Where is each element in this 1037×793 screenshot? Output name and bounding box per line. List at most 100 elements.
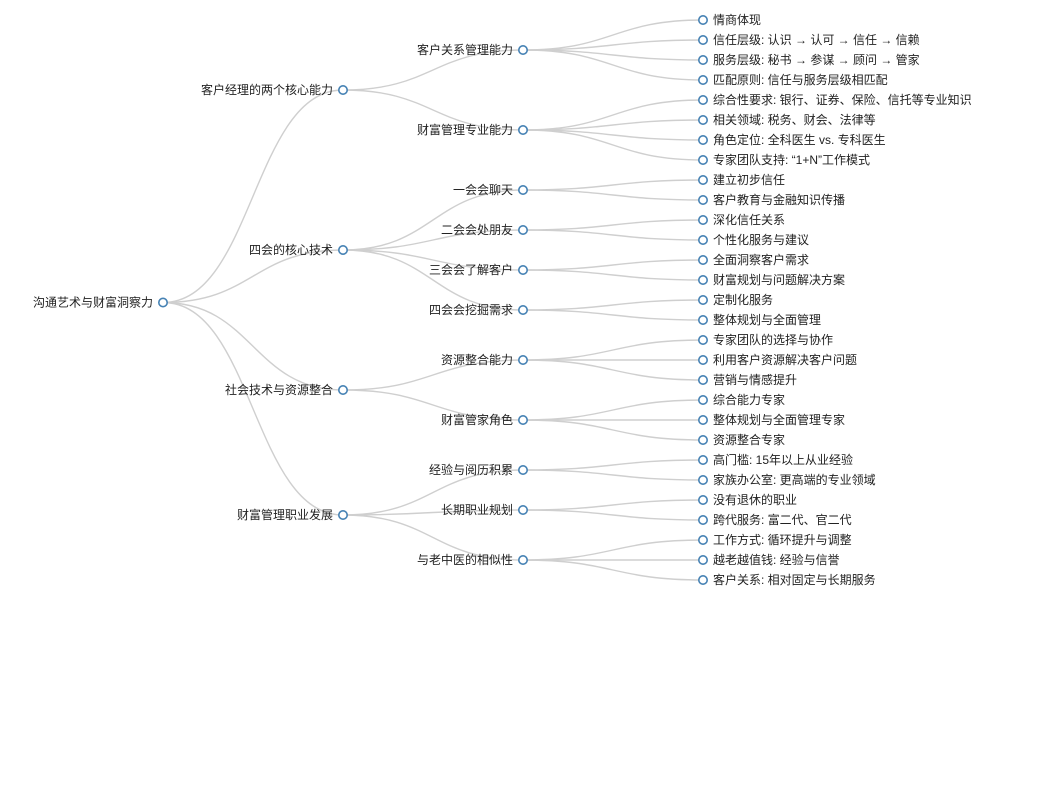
node-circle[interactable] <box>517 44 528 55</box>
node-circle[interactable] <box>697 34 708 45</box>
node-circle[interactable] <box>697 155 708 166</box>
mindmap-leaf-node[interactable]: 资源整合专家 <box>697 432 785 447</box>
mindmap-root-node[interactable]: 沟通艺术与财富洞察力 <box>33 295 169 310</box>
node-circle[interactable] <box>697 274 708 285</box>
node-circle[interactable] <box>697 394 708 405</box>
node-circle[interactable] <box>697 374 708 385</box>
mindmap-leaf-node[interactable]: 没有退休的职业 <box>697 492 797 507</box>
mindmap-leaf-node[interactable]: 高门槛: 15年以上从业经验 <box>697 452 853 467</box>
node-label: 资源整合专家 <box>713 432 785 447</box>
node-label: 财富规划与问题解决方案 <box>713 272 845 287</box>
mindmap-leaf-node[interactable]: 专家团队支持: “1+N”工作模式 <box>697 152 870 167</box>
node-circle[interactable] <box>517 354 528 365</box>
mindmap-branch-node[interactable]: 社会技术与资源整合 <box>225 382 348 397</box>
node-circle[interactable] <box>517 264 528 275</box>
node-circle[interactable] <box>697 494 708 505</box>
node-circle[interactable] <box>517 185 528 196</box>
mindmap-branch-node[interactable]: 财富管家角色 <box>441 412 528 427</box>
node-circle[interactable] <box>517 504 528 515</box>
mindmap-leaf-node[interactable]: 利用客户资源解决客户问题 <box>697 352 857 367</box>
mindmap-link <box>522 539 704 561</box>
mindmap-leaf-node[interactable]: 全面洞察客户需求 <box>697 252 809 267</box>
node-circle[interactable] <box>697 135 708 146</box>
mindmap-branch-node[interactable]: 一会会聊天 <box>453 183 528 197</box>
mindmap-leaf-node[interactable]: 个性化服务与建议 <box>697 232 809 247</box>
node-circle[interactable] <box>337 245 348 256</box>
mindmap-branch-node[interactable]: 客户经理的两个核心能力 <box>201 82 348 97</box>
mindmap-leaf-node[interactable]: 综合性要求: 银行、证券、保险、信托等专业知识 <box>697 92 972 107</box>
node-circle[interactable] <box>517 554 528 565</box>
node-circle[interactable] <box>697 235 708 246</box>
mindmap-leaf-node[interactable]: 服务层级: 秘书 → 参谋 → 顾问 → 管家 <box>697 52 920 67</box>
node-circle[interactable] <box>697 534 708 545</box>
node-circle[interactable] <box>697 514 708 525</box>
node-circle[interactable] <box>697 334 708 345</box>
mindmap-branch-node[interactable]: 财富管理专业能力 <box>417 122 528 137</box>
mindmap-branch-node[interactable]: 三会会了解客户 <box>429 262 528 277</box>
mindmap-link <box>522 499 704 511</box>
mindmap-leaf-node[interactable]: 专家团队的选择与协作 <box>697 332 833 347</box>
mindmap-leaf-node[interactable]: 跨代服务: 富二代、官二代 <box>697 512 852 527</box>
node-circle[interactable] <box>337 85 348 96</box>
mindmap-leaf-node[interactable]: 定制化服务 <box>697 292 773 307</box>
mindmap-branch-node[interactable]: 客户关系管理能力 <box>417 42 528 57</box>
node-circle[interactable] <box>697 95 708 106</box>
node-label: 信任层级: 认识 → 认可 → 信任 → 信赖 <box>713 33 920 47</box>
mindmap-leaf-node[interactable]: 营销与情感提升 <box>697 372 797 387</box>
node-circle[interactable] <box>517 464 528 475</box>
node-circle[interactable] <box>517 125 528 136</box>
mindmap-branch-node[interactable]: 财富管理职业发展 <box>237 507 348 522</box>
mindmap-leaf-node[interactable]: 工作方式: 循环提升与调整 <box>697 532 852 547</box>
mindmap-leaf-node[interactable]: 相关领域: 税务、财会、法律等 <box>697 112 876 127</box>
node-circle[interactable] <box>337 509 348 520</box>
mindmap-leaf-node[interactable]: 情商体现 <box>697 12 761 27</box>
node-circle[interactable] <box>697 454 708 465</box>
mindmap-leaf-node[interactable]: 深化信任关系 <box>697 213 785 227</box>
mindmap-leaf-node[interactable]: 匹配原则: 信任与服务层级相匹配 <box>697 72 888 87</box>
mindmap-branch-node[interactable]: 经验与阅历积累 <box>429 462 528 477</box>
mindmap-leaf-node[interactable]: 财富规划与问题解决方案 <box>697 272 845 287</box>
node-circle[interactable] <box>697 54 708 65</box>
node-circle[interactable] <box>517 225 528 236</box>
mindmap-link <box>522 219 704 231</box>
mindmap-leaf-node[interactable]: 整体规划与全面管理专家 <box>697 412 845 427</box>
node-circle[interactable] <box>337 384 348 395</box>
node-circle[interactable] <box>697 414 708 425</box>
node-label: 二会会处朋友 <box>441 223 513 237</box>
node-circle[interactable] <box>697 175 708 186</box>
node-circle[interactable] <box>697 354 708 365</box>
mindmap-branch-node[interactable]: 资源整合能力 <box>441 352 528 367</box>
mindmap-leaf-node[interactable]: 家族办公室: 更高端的专业领域 <box>697 472 876 487</box>
node-circle[interactable] <box>697 215 708 226</box>
node-circle[interactable] <box>697 314 708 325</box>
node-circle[interactable] <box>697 574 708 585</box>
mindmap-leaf-node[interactable]: 整体规划与全面管理 <box>697 312 821 327</box>
node-circle[interactable] <box>517 414 528 425</box>
node-circle[interactable] <box>697 115 708 126</box>
node-circle[interactable] <box>158 297 169 308</box>
node-label: 一会会聊天 <box>453 183 513 197</box>
node-circle[interactable] <box>517 304 528 315</box>
mindmap-leaf-node[interactable]: 客户教育与金融知识传播 <box>697 192 845 207</box>
mindmap-leaf-node[interactable]: 客户关系: 相对固定与长期服务 <box>697 572 876 587</box>
mindmap-branch-node[interactable]: 长期职业规划 <box>441 502 528 517</box>
mindmap-leaf-node[interactable]: 角色定位: 全科医生 vs. 专科医生 <box>697 132 886 147</box>
node-circle[interactable] <box>697 195 708 206</box>
node-circle[interactable] <box>697 255 708 266</box>
mindmap-branch-node[interactable]: 与老中医的相似性 <box>417 552 528 567</box>
mindmap-leaf-node[interactable]: 建立初步信任 <box>697 172 785 187</box>
mindmap-branch-node[interactable]: 四会会挖掘需求 <box>429 302 528 317</box>
node-circle[interactable] <box>697 434 708 445</box>
node-label: 资源整合能力 <box>441 352 513 367</box>
mindmap-leaf-node[interactable]: 越老越值钱: 经验与信誉 <box>697 552 840 567</box>
mindmap-branch-node[interactable]: 二会会处朋友 <box>441 223 528 237</box>
mindmap-leaf-node[interactable]: 综合能力专家 <box>697 392 785 407</box>
mindmap-leaf-node[interactable]: 信任层级: 认识 → 认可 → 信任 → 信赖 <box>697 33 920 47</box>
mindmap-branch-node[interactable]: 四会的核心技术 <box>249 242 348 257</box>
node-circle[interactable] <box>697 75 708 86</box>
node-circle[interactable] <box>697 474 708 485</box>
node-circle[interactable] <box>697 554 708 565</box>
node-label: 社会技术与资源整合 <box>225 382 333 397</box>
node-circle[interactable] <box>697 294 708 305</box>
node-circle[interactable] <box>697 15 708 25</box>
